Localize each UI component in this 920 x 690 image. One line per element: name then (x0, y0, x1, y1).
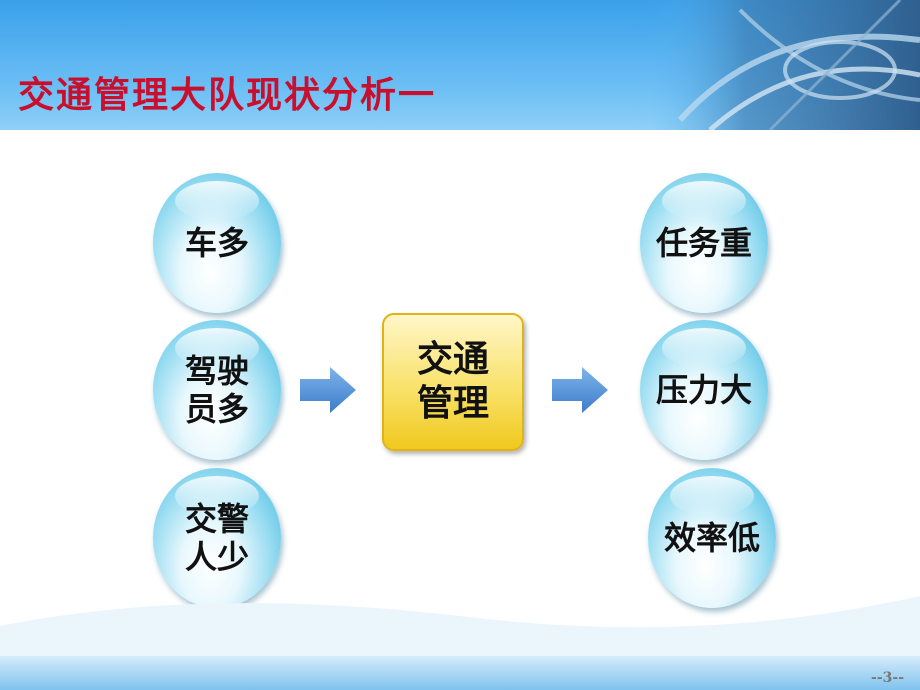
header-banner: 交通管理大队现状分析一 (0, 0, 920, 130)
effect-bubble-low-efficiency: 效率低 (648, 468, 776, 608)
center-box-traffic-management: 交通 管理 (382, 313, 524, 451)
cause-label: 驾驶 员多 (184, 352, 249, 428)
effect-bubble-heavy-tasks: 任务重 (640, 173, 768, 313)
effect-bubble-high-pressure: 压力大 (640, 320, 768, 460)
right-arrow-icon (300, 367, 356, 413)
right-arrow-icon (552, 367, 608, 413)
effect-label: 效率低 (663, 519, 760, 557)
cause-bubble-police: 交警 人少 (153, 468, 281, 608)
overpass-photo (650, 0, 920, 130)
slide-title: 交通管理大队现状分析一 (18, 75, 437, 116)
cause-bubble-drivers: 驾驶 员多 (153, 320, 281, 460)
center-label: 交通 管理 (416, 339, 489, 424)
cause-bubble-cars: 车多 (153, 173, 281, 313)
cause-label: 交警 人少 (184, 500, 249, 576)
footer-wave (0, 596, 920, 690)
effect-label: 压力大 (655, 371, 752, 409)
cause-label: 车多 (184, 224, 249, 262)
effect-label: 任务重 (655, 224, 752, 262)
page-number: --3-- (871, 670, 904, 686)
